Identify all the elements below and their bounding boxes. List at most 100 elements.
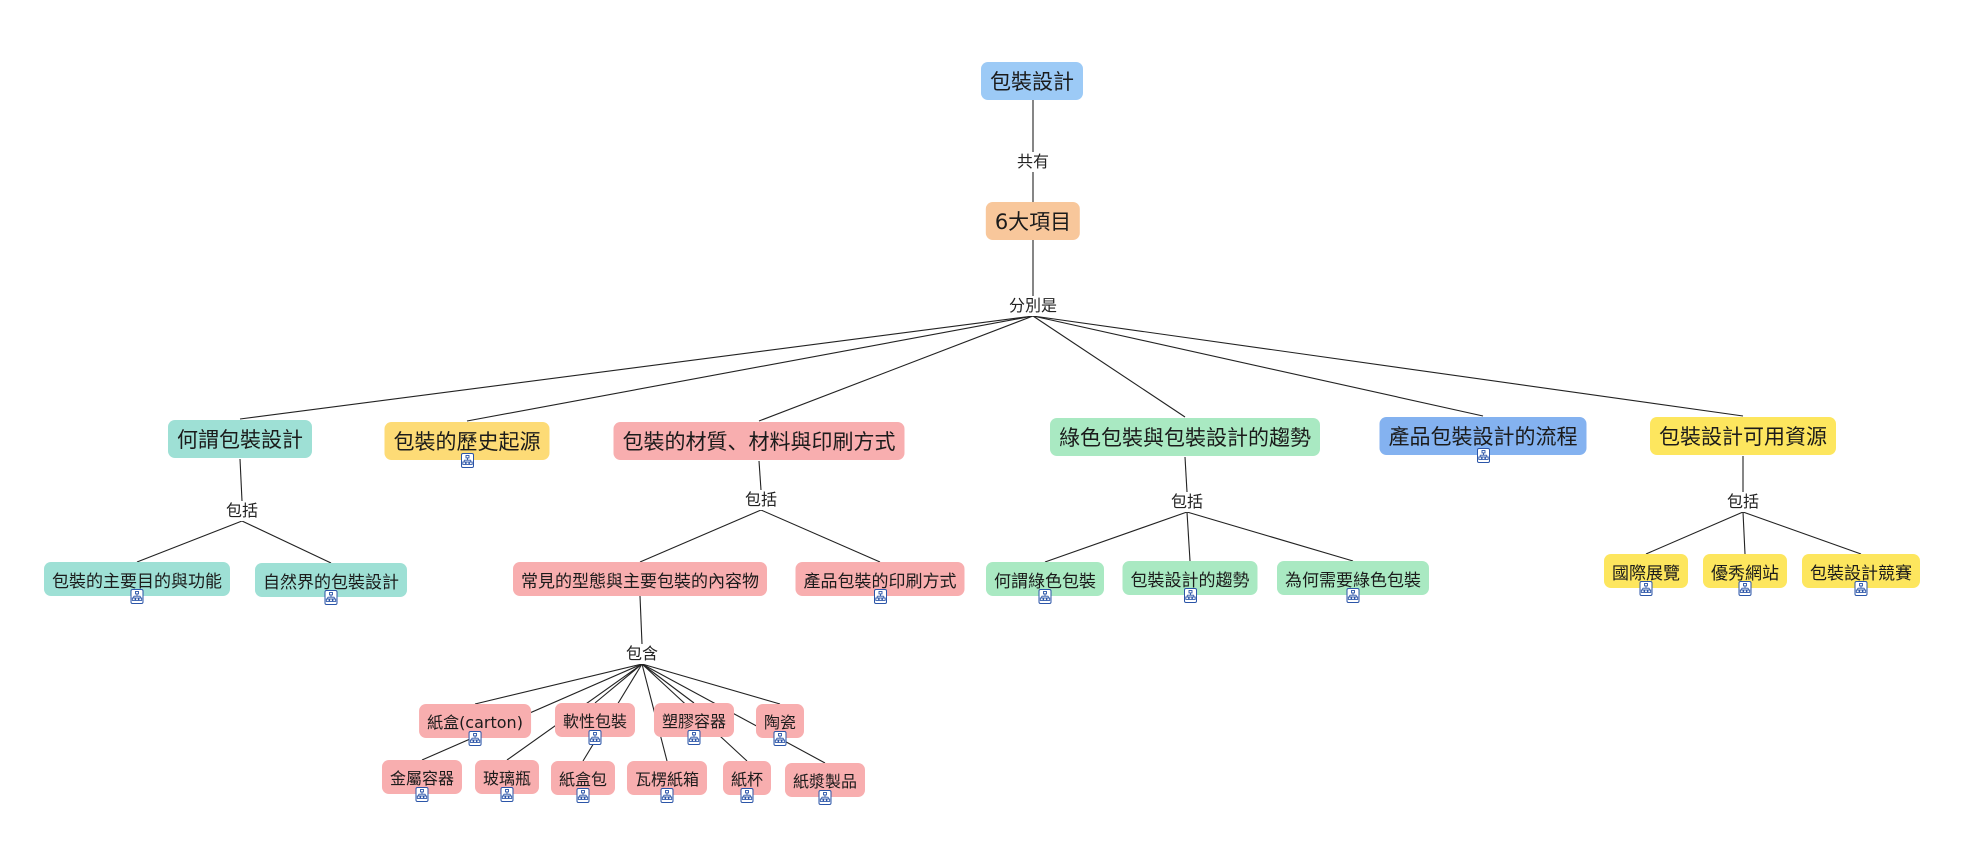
concept-map-icon[interactable] — [687, 730, 701, 745]
node-design-resources[interactable]: 包裝設計可用資源 — [1650, 417, 1836, 455]
concept-map-icon[interactable] — [773, 731, 787, 746]
node-plastic[interactable]: 塑膠容器 — [653, 703, 735, 745]
node-design-trend[interactable]: 包裝設計的趨勢 — [1122, 561, 1258, 603]
concept-map-icon[interactable] — [576, 788, 590, 803]
concept-map-icon[interactable] — [1854, 581, 1868, 596]
concept-map-icon[interactable] — [415, 787, 429, 802]
concept-map-icon[interactable] — [1639, 581, 1653, 596]
node-materials-printing-label: 包裝的材質、材料與印刷方式 — [622, 430, 896, 454]
connector-line — [1742, 511, 1862, 555]
connector-line — [758, 460, 762, 491]
concept-map-icon[interactable] — [588, 730, 602, 745]
connector-line — [1032, 315, 1484, 417]
node-packaging-history[interactable]: 包裝的歷史起源 — [384, 422, 550, 468]
concept-map-icon[interactable] — [324, 590, 338, 605]
connector-line — [639, 595, 643, 645]
node-what-is-green-label: 何謂綠色包裝 — [994, 571, 1096, 592]
node-green-packaging-trend-label: 綠色包裝與包裝設計的趨勢 — [1059, 426, 1311, 450]
connector-line — [466, 315, 1034, 422]
node-common-forms-label: 常見的型態與主要包裝的內容物 — [521, 571, 759, 592]
node-design-competition-label: 包裝設計競賽 — [1810, 563, 1912, 584]
connector-line — [1645, 511, 1744, 555]
node-carton-label: 紙盒(carton) — [427, 713, 523, 732]
node-design-resources-label: 包裝設計可用資源 — [1659, 425, 1827, 449]
connector-line — [239, 458, 243, 502]
link-label-include-4: 包括 — [1724, 492, 1762, 512]
concept-map-icon[interactable] — [1738, 581, 1752, 596]
connector-line — [239, 315, 1034, 420]
link-label-respectively: 分別是 — [1006, 296, 1060, 316]
node-design-trend-label: 包裝設計的趨勢 — [1130, 570, 1250, 591]
concept-map-icon[interactable] — [468, 731, 482, 746]
node-materials-printing[interactable]: 包裝的材質、材料與印刷方式 — [613, 422, 905, 460]
node-main-purpose[interactable]: 包裝的主要目的與功能 — [44, 562, 230, 604]
node-corrugated-label: 瓦楞紙箱 — [634, 770, 700, 789]
connector-line — [1742, 511, 1746, 555]
concept-map-icon[interactable] — [1346, 588, 1360, 603]
node-common-forms[interactable]: 常見的型態與主要包裝的內容物 — [513, 562, 767, 596]
node-green-packaging-trend[interactable]: 綠色包裝與包裝設計的趨勢 — [1050, 418, 1320, 456]
node-six-items-label: 6大項目 — [994, 210, 1072, 234]
node-excellent-websites[interactable]: 優秀網站 — [1703, 554, 1787, 596]
node-paper-pack-label: 紙盒包 — [558, 770, 608, 789]
node-flexible[interactable]: 軟性包裝 — [554, 703, 636, 745]
node-nature-design[interactable]: 自然界的包裝設計 — [255, 563, 407, 605]
node-paper-cup-label: 紙杯 — [730, 770, 764, 789]
connector-line — [641, 663, 781, 705]
node-nature-design-label: 自然界的包裝設計 — [263, 572, 399, 593]
node-ceramic[interactable]: 陶瓷 — [755, 704, 805, 746]
node-paper-cup[interactable]: 紙杯 — [722, 761, 772, 803]
connector-line — [1186, 511, 1354, 562]
node-design-competition[interactable]: 包裝設計競賽 — [1802, 554, 1920, 596]
node-metal-label: 金屬容器 — [389, 769, 455, 788]
node-six-items[interactable]: 6大項目 — [985, 202, 1081, 240]
link-label-include-1: 包括 — [223, 501, 261, 521]
concept-map-icon[interactable] — [818, 790, 832, 805]
link-label-share: 共有 — [1014, 152, 1052, 172]
connector-line — [241, 520, 332, 564]
concept-map-icon[interactable] — [460, 453, 474, 468]
node-paper-pack[interactable]: 紙盒包 — [550, 761, 616, 803]
node-design-process[interactable]: 產品包裝設計的流程 — [1379, 417, 1587, 463]
connector-line — [1032, 315, 1186, 418]
connector-line — [1184, 456, 1188, 493]
connector-line — [639, 509, 762, 563]
node-glass[interactable]: 玻璃瓶 — [474, 760, 540, 802]
concept-map-icon[interactable] — [660, 788, 674, 803]
node-design-process-label: 產品包裝設計的流程 — [1388, 425, 1578, 449]
node-what-is-packaging-label: 何謂包裝設計 — [177, 428, 303, 452]
concept-map-icon[interactable] — [1038, 589, 1052, 604]
connector-line — [1186, 511, 1191, 562]
connector-line — [136, 520, 243, 563]
node-metal[interactable]: 金屬容器 — [381, 760, 463, 802]
node-flexible-label: 軟性包裝 — [562, 712, 628, 731]
connector-line — [1032, 315, 1744, 417]
concept-map-icon[interactable] — [500, 787, 514, 802]
node-corrugated[interactable]: 瓦楞紙箱 — [626, 761, 708, 803]
concept-map-icon[interactable] — [740, 788, 754, 803]
node-root-label: 包裝設計 — [990, 70, 1074, 94]
node-why-green[interactable]: 為何需要綠色包裝 — [1277, 561, 1429, 603]
connector-line — [594, 663, 643, 704]
node-plastic-label: 塑膠容器 — [661, 712, 727, 731]
concept-map-icon[interactable] — [1476, 448, 1490, 463]
concept-map-icon[interactable] — [1183, 588, 1197, 603]
concept-map-icon[interactable] — [873, 589, 887, 604]
node-glass-label: 玻璃瓶 — [482, 769, 532, 788]
connector-line — [1044, 511, 1188, 563]
node-what-is-packaging[interactable]: 何謂包裝設計 — [168, 420, 312, 458]
link-label-include-3: 包括 — [1168, 492, 1206, 512]
node-intl-exhibition-label: 國際展覽 — [1612, 563, 1680, 584]
link-label-include-2: 包括 — [742, 490, 780, 510]
node-intl-exhibition[interactable]: 國際展覽 — [1604, 554, 1688, 596]
node-root[interactable]: 包裝設計 — [981, 62, 1083, 100]
node-carton[interactable]: 紙盒(carton) — [419, 704, 531, 746]
connector-line — [421, 663, 643, 761]
node-what-is-green[interactable]: 何謂綠色包裝 — [986, 562, 1104, 604]
concept-map-icon[interactable] — [130, 589, 144, 604]
node-pulp-products[interactable]: 紙漿製品 — [784, 763, 866, 805]
node-pulp-products-label: 紙漿製品 — [792, 772, 858, 791]
node-printing-methods[interactable]: 產品包裝的印刷方式 — [795, 562, 965, 604]
connector-line — [760, 509, 881, 563]
